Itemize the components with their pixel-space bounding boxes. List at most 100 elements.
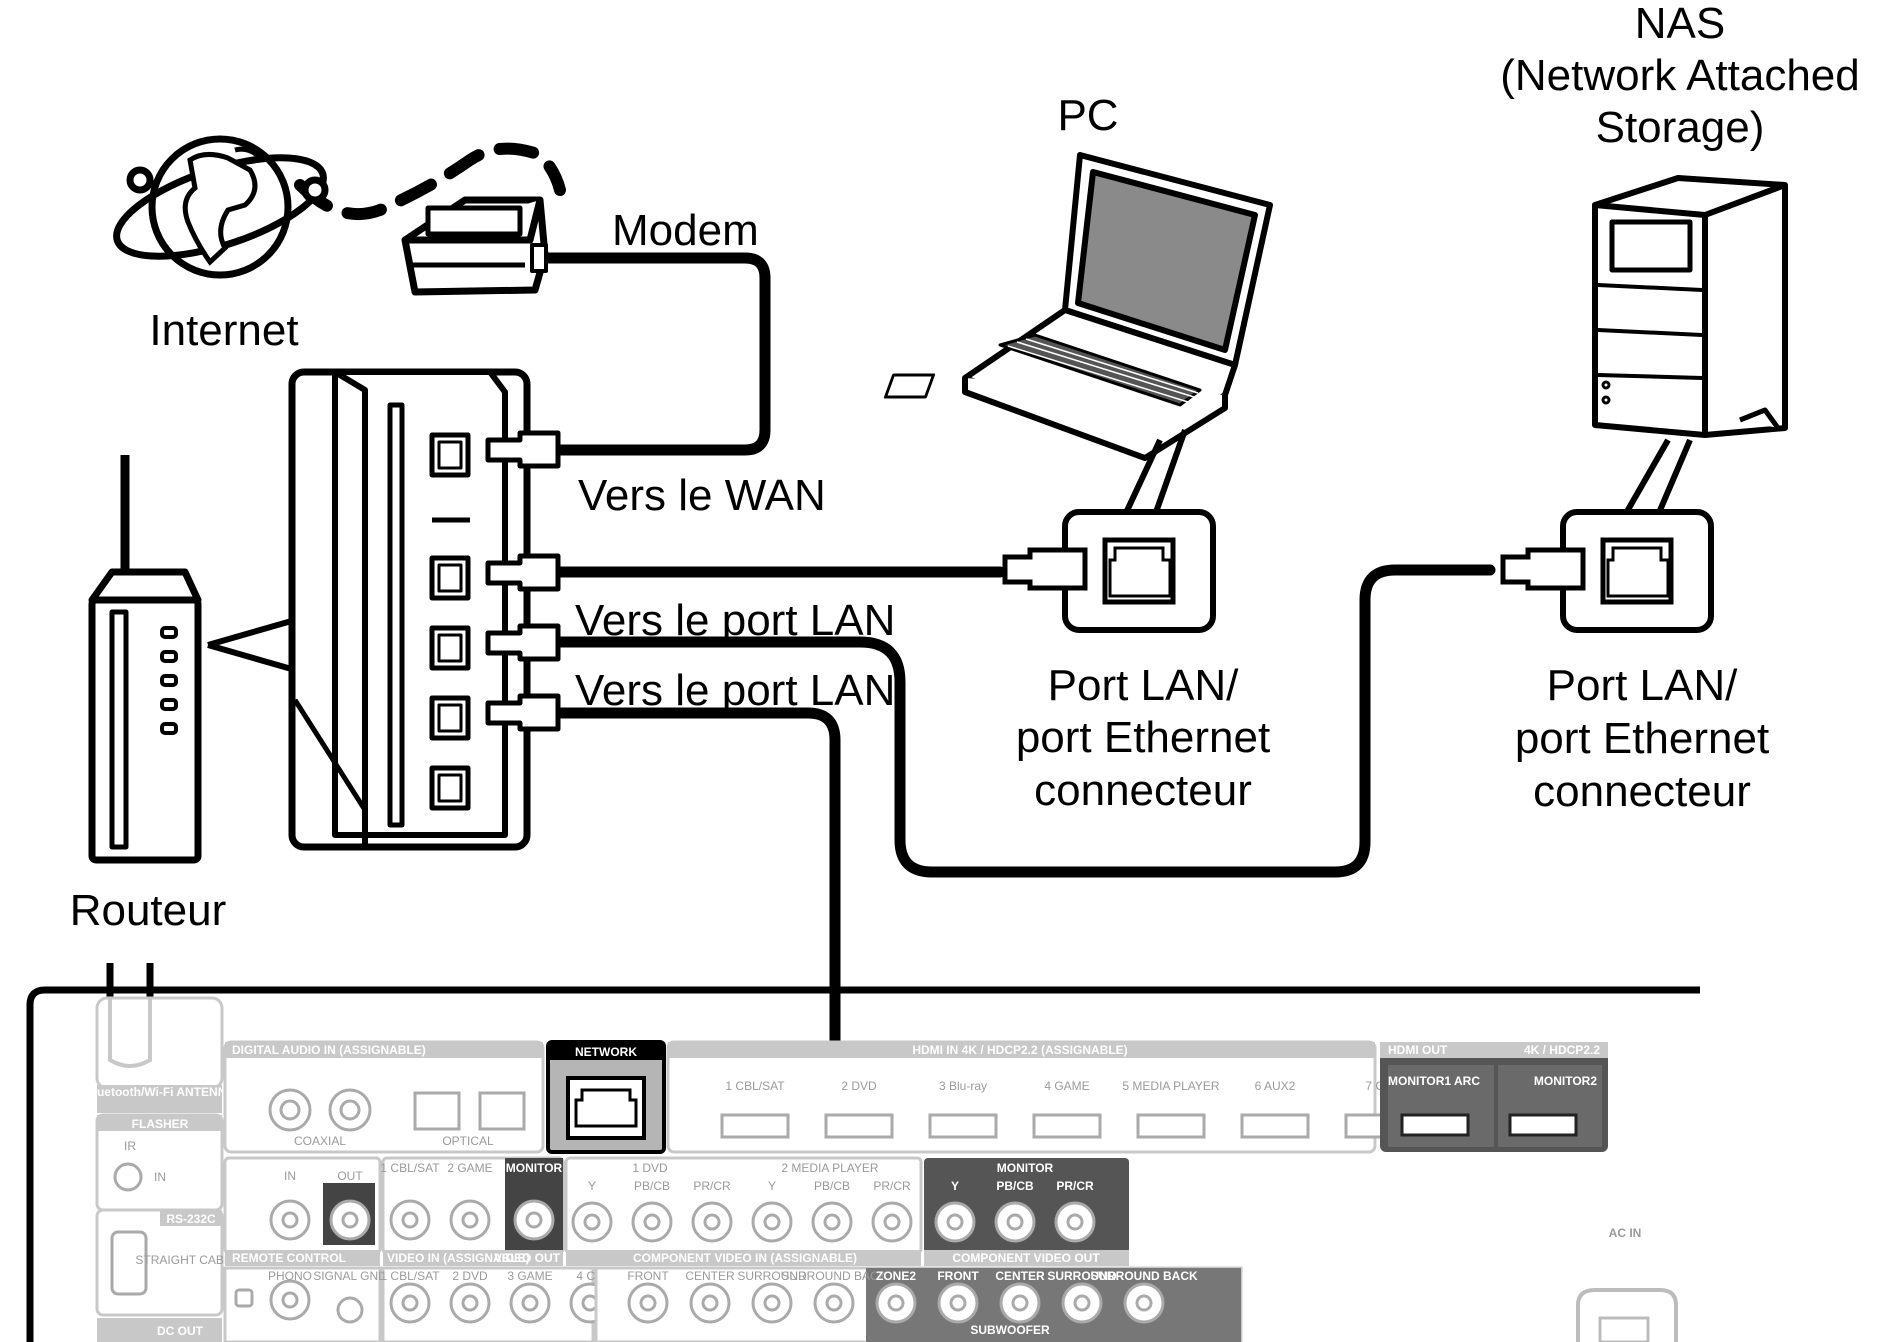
hdmi-in-label-6: 6 AUX2 [1255, 1079, 1296, 1093]
hdmi-in-port-5 [1136, 1113, 1206, 1139]
hdmi-in-label: HDMI IN 4K / HDCP2.2 (ASSIGNABLE) [912, 1043, 1127, 1057]
pc-label: PC [1057, 91, 1118, 140]
wan-label: Vers le WAN [578, 471, 826, 520]
pre-out-jack [999, 1282, 1041, 1324]
digital-audio-in-label: DIGITAL AUDIO IN (ASSIGNABLE) [232, 1043, 426, 1057]
pre-out-label-3: SURROUND [737, 1269, 807, 1283]
hdmi-out-spec: 4K / HDCP2.2 [1524, 1043, 1600, 1057]
component-in-sub-label: Y [588, 1179, 596, 1193]
audio-in-label-3: 3 GAME [507, 1269, 552, 1283]
component-video-in-label: COMPONENT VIDEO IN (ASSIGNABLE) [633, 1251, 857, 1265]
nas-callout [1500, 438, 1714, 633]
audio-in-label-1: 1 CBL/SAT [380, 1269, 440, 1283]
ir-in-label: IN [154, 1170, 166, 1184]
rs232c-label: RS-232C [166, 1212, 216, 1226]
hdmi-out-label: HDMI OUT [1388, 1043, 1448, 1057]
nas-port-label-line2: port Ethernet [1515, 714, 1769, 763]
hdmi-in-port-4 [1032, 1113, 1102, 1139]
ir-label: IR [124, 1139, 136, 1153]
router-label: Routeur [70, 886, 227, 935]
pre-out-label-5: ZONE2 [876, 1269, 916, 1283]
signal-gnd-label: SIGNAL GND [313, 1269, 387, 1283]
component-in-jack [631, 1201, 673, 1243]
lan-label-1: Vers le port LAN [575, 596, 895, 645]
component-dvd-label: 1 DVD [632, 1161, 668, 1175]
component-out-sub-label: PB/CB [996, 1179, 1034, 1193]
pre-out-jack [875, 1282, 917, 1324]
pre-out-label-1: FRONT [627, 1269, 669, 1283]
receiver-rear-panel: Bluetooth/Wi-Fi ANTENNA FLASHER IR IN RS… [26, 963, 1700, 1342]
component-video-out-label: COMPONENT VIDEO OUT [952, 1251, 1100, 1265]
router-zoom-panel [288, 368, 561, 851]
component-in-sub-label: PB/CB [814, 1179, 850, 1193]
component-out-jack [1054, 1201, 1096, 1243]
hdmi-in-port-2 [824, 1113, 894, 1139]
remote-out-label: OUT [337, 1169, 363, 1183]
remote-control-label: REMOTE CONTROL [232, 1251, 346, 1265]
component-in-jack [571, 1201, 613, 1243]
monitor1-arc-label: MONITOR1 ARC [1388, 1074, 1480, 1088]
hdmi-in-port-1 [720, 1113, 790, 1139]
optical-label: OPTICAL [442, 1134, 494, 1148]
component-out-sub-label: PR/CR [1056, 1179, 1094, 1193]
pc-callout [1002, 429, 1216, 633]
hdmi-in-label-5: 5 MEDIA PLAYER [1122, 1079, 1219, 1093]
pre-out-jack [689, 1282, 731, 1324]
component-monitor-label: MONITOR [997, 1161, 1054, 1175]
audio-in-jack [389, 1282, 431, 1324]
rs232c-port [110, 1230, 148, 1296]
internet-label: Internet [149, 306, 298, 355]
component-out-sub-label: Y [951, 1179, 959, 1193]
nas-label-line3: Storage) [1596, 103, 1765, 152]
modem-device [401, 196, 549, 296]
video-in-game-label: 2 GAME [447, 1161, 492, 1175]
component-in-jack [871, 1201, 913, 1243]
component-in-sub-label: Y [768, 1179, 776, 1193]
video-in-label: VIDEO IN (ASSIGNABLE) [387, 1251, 530, 1265]
labels: NAS (Network Attached Storage) PC Modem … [70, 0, 1860, 935]
pre-out-label-7: CENTER [995, 1269, 1045, 1283]
laptop-icon [883, 152, 1273, 461]
pre-out-label-8: SURROUND [1047, 1269, 1117, 1283]
ir-in-jack [113, 1162, 143, 1192]
flasher-label: FLASHER [132, 1117, 189, 1131]
straight-cable-label: STRAIGHT CABLE [135, 1253, 238, 1267]
component-in-jack [811, 1201, 853, 1243]
modem-label: Modem [612, 206, 759, 255]
network-port-label: NETWORK [575, 1045, 637, 1059]
pre-out-label-2: CENTER [685, 1269, 735, 1283]
component-out-jacks: Y PB/CB PR/CR [934, 1179, 1096, 1243]
pre-out-jack [1123, 1282, 1165, 1324]
component-in-jack [751, 1201, 793, 1243]
pre-out-jack [627, 1282, 669, 1324]
dc-out-label: DC OUT [157, 1324, 204, 1338]
hdmi-in-label-4: 4 GAME [1044, 1079, 1089, 1093]
pc-port-label-line2: port Ethernet [1016, 713, 1270, 762]
audio-in-jack [509, 1282, 551, 1324]
nas-icon [1592, 175, 1788, 438]
component-in-jack [691, 1201, 733, 1243]
audio-in-label-2: 2 DVD [452, 1269, 488, 1283]
cable-internet-modem [294, 142, 566, 221]
monitor2-label: MONITOR2 [1534, 1074, 1597, 1088]
audio-in-jack [449, 1282, 491, 1324]
lan-label-2: Vers le port LAN [575, 666, 895, 715]
component-in-sub-label: PR/CR [693, 1179, 731, 1193]
remote-in-label: IN [284, 1169, 296, 1183]
hdmi-in-label-2: 2 DVD [841, 1079, 877, 1093]
hdmi-in-port-3 [928, 1113, 998, 1139]
coaxial-label: COAXIAL [294, 1134, 346, 1148]
phono-label: PHONO [268, 1269, 312, 1283]
hdmi-in-label-3: 3 Blu-ray [939, 1079, 987, 1093]
video-out-label: VIDEO OUT [494, 1251, 561, 1265]
pc-port-label-line1: Port LAN/ [1048, 661, 1240, 710]
hdmi-in-label-1: 1 CBL/SAT [725, 1079, 785, 1093]
pre-out-jack [937, 1282, 979, 1324]
pre-out-label-4: SURROUND BACK [781, 1269, 886, 1283]
video-in-cbl-label: 1 CBL/SAT [380, 1161, 440, 1175]
pre-out-jack [813, 1282, 855, 1324]
